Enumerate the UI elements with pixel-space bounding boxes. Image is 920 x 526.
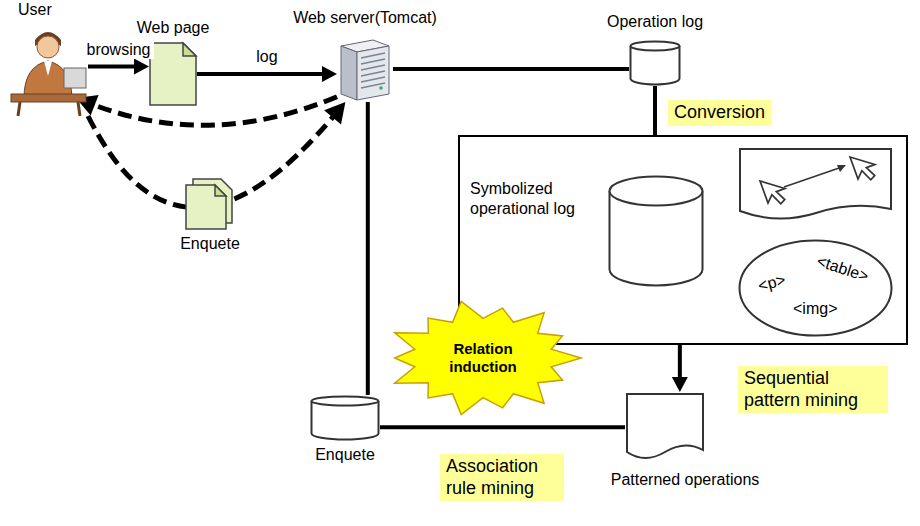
method-label: Conversion	[668, 100, 771, 126]
connector	[393, 69, 629, 70]
connector	[88, 59, 149, 75]
database-cylinder	[310, 395, 380, 441]
connector	[380, 427, 625, 428]
node-text: Web server(Tomcat)	[293, 8, 437, 27]
connector	[76, 95, 337, 125]
connector-line	[678, 345, 682, 380]
connector-line	[393, 67, 629, 71]
user-node: User	[8, 0, 92, 118]
edge-label: browsing	[83, 40, 153, 59]
operation-picture	[738, 147, 893, 227]
connector-line	[88, 65, 137, 69]
relation-starburst: Relation induction	[383, 298, 583, 418]
connector-line	[380, 425, 625, 429]
web-page-icon	[149, 42, 197, 106]
method-label: Association rule mining	[440, 454, 564, 501]
node-text: Relation induction	[435, 298, 531, 418]
symbolized-log-box: Symbolized operational log <p><table><img…	[458, 135, 908, 345]
enquete-page-icon	[185, 178, 235, 230]
enquete-page-node: Enquete	[170, 178, 250, 258]
database-cylinder	[608, 175, 704, 287]
node-text: Patterned operations	[611, 470, 760, 489]
connector	[88, 102, 345, 208]
connector	[367, 102, 368, 395]
connector	[672, 345, 688, 392]
method-label: Sequential pattern mining	[738, 366, 888, 413]
user-figure	[8, 26, 88, 116]
node-text: Operation log	[607, 12, 703, 31]
node-text: <img>	[793, 299, 837, 318]
node-text: Enquete	[180, 234, 240, 253]
edge-label: log	[253, 47, 280, 66]
web-page-node: Web page	[128, 18, 218, 114]
connector-line	[91, 97, 337, 126]
database-cylinder	[629, 40, 681, 86]
operation-log-node: Operation log	[595, 12, 715, 88]
connector	[197, 66, 337, 82]
connector-line	[197, 72, 325, 76]
node-text: Web page	[137, 18, 210, 37]
node-text: User	[18, 0, 52, 19]
enquete-db-node: Enquete	[300, 395, 390, 467]
arrowhead	[324, 102, 345, 124]
tag-ellipse-node: <p><table><img>	[738, 239, 893, 337]
document-icon	[625, 392, 705, 464]
server-icon	[337, 36, 393, 102]
connector-line	[366, 102, 370, 395]
web-server-node: Web server(Tomcat)	[285, 8, 445, 108]
node-text: Symbolized operational log	[470, 179, 602, 219]
node-text: Enquete	[315, 445, 375, 464]
